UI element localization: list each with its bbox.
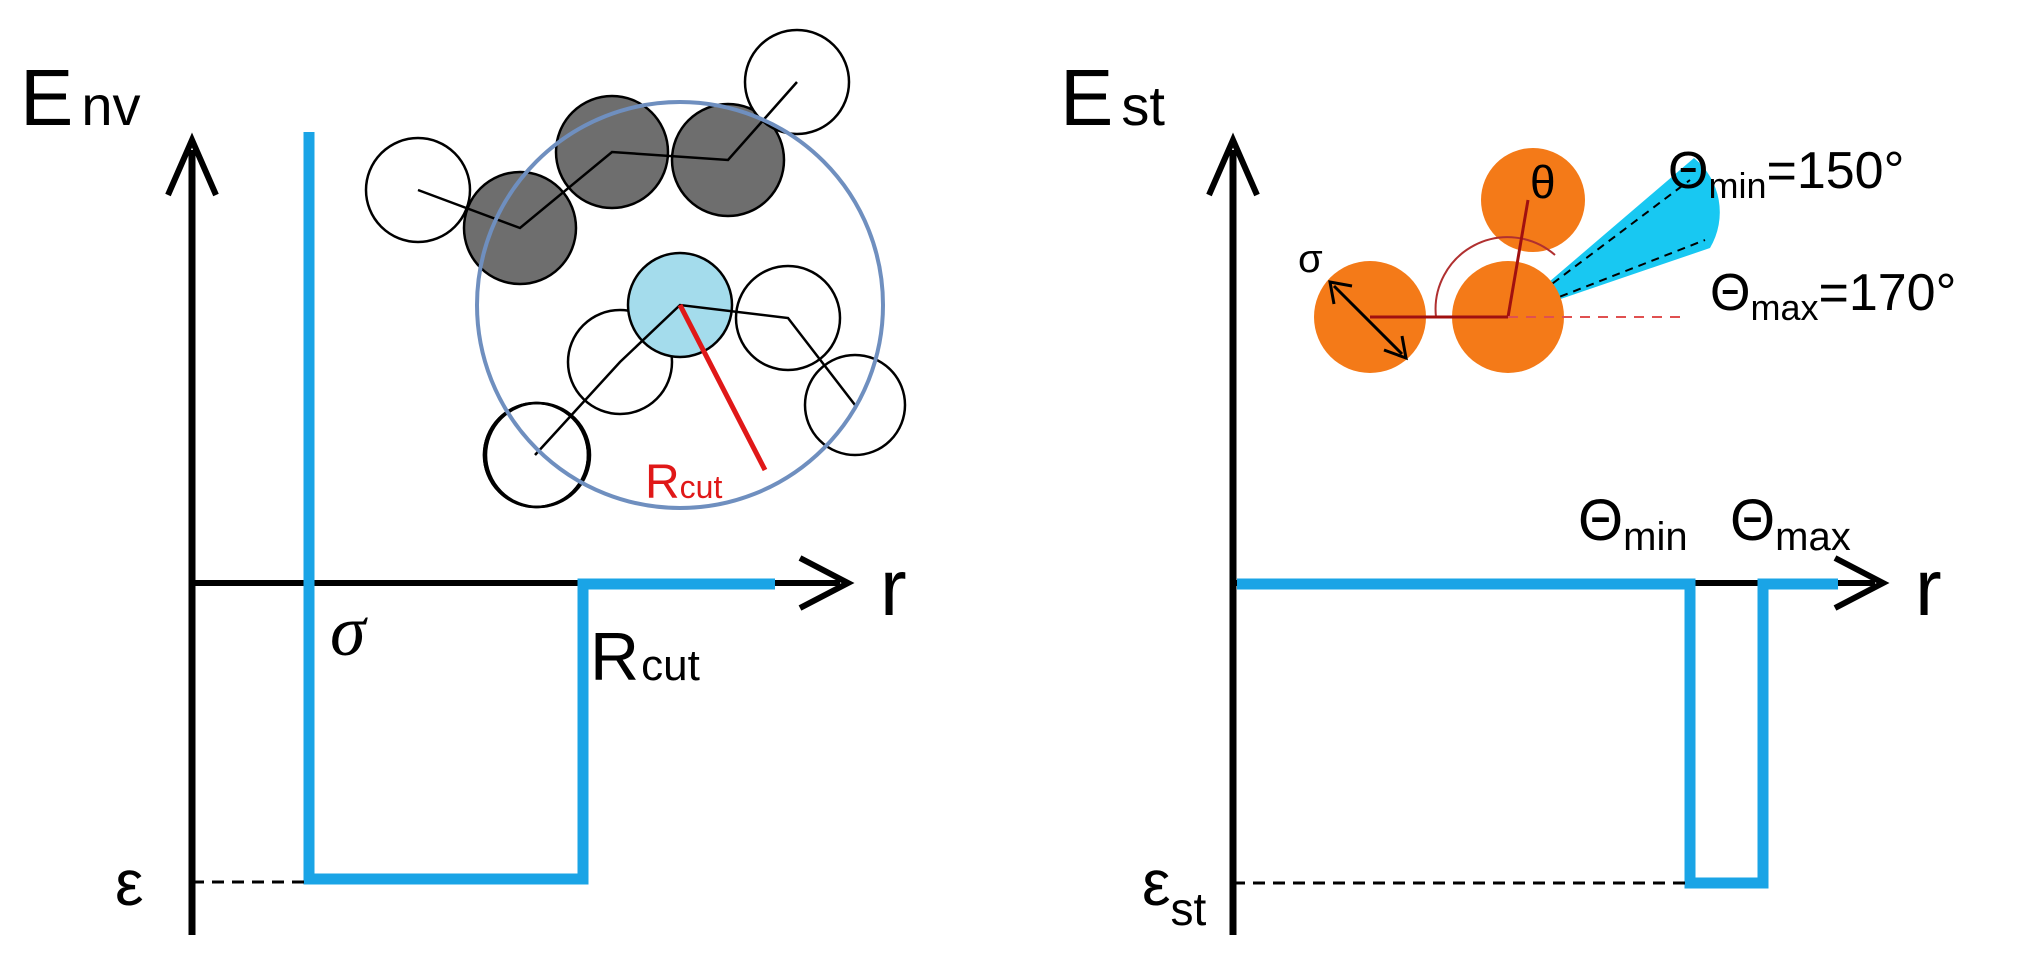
right-axis-y-main: E xyxy=(1060,53,1113,142)
inset-theta-min-label: Θmin=150° xyxy=(1668,142,1904,206)
angle-arc xyxy=(1434,236,1556,318)
cutoff-radius-line xyxy=(677,303,768,472)
cutoff-circle xyxy=(475,100,885,510)
inset-rcut-sub: cut xyxy=(680,469,723,505)
right-theta-min-label: Θmin xyxy=(1578,488,1688,559)
sigma-double-arrow xyxy=(1332,284,1404,356)
inset-rcut-label: Rcut xyxy=(645,456,722,509)
left-epsilon-label: ε xyxy=(115,847,144,919)
right-epsilon-sub: st xyxy=(1171,883,1207,935)
left-rcut-sub: cut xyxy=(641,641,700,690)
bond-line xyxy=(1506,199,1530,318)
upper-chain-backbone xyxy=(417,81,798,230)
left-x-arrowhead xyxy=(798,555,855,611)
inset-sigma-label: σ xyxy=(1298,237,1323,281)
right-theta-max-sub: max xyxy=(1775,515,1851,559)
inset-theta-min-value: =150° xyxy=(1766,142,1904,200)
inset-theta-label: θ xyxy=(1530,156,1556,208)
cone-dashed-guide xyxy=(1507,179,1691,318)
right-theta-min-main: Θ xyxy=(1578,488,1623,553)
right-axis-y-sub: st xyxy=(1121,74,1165,137)
left-axis-x-label: r xyxy=(880,543,907,632)
left-y-arrowhead xyxy=(165,132,219,197)
left-axis-y-sub: nv xyxy=(81,74,140,137)
right-theta-min-sub: min xyxy=(1623,515,1687,559)
right-y-arrowhead xyxy=(1206,132,1260,197)
right-inset-stacking: σ θ Θmin=150° Θmax=170° xyxy=(1298,142,1956,373)
sigma-arrowhead xyxy=(1328,280,1353,305)
inset-theta-max-main: Θ xyxy=(1710,264,1750,322)
right-x-arrowhead xyxy=(1833,555,1890,611)
right-theta-max-main: Θ xyxy=(1730,488,1775,553)
inset-theta-min-sub: min xyxy=(1708,165,1766,206)
left-rcut-label: Rcut xyxy=(590,619,700,695)
left-rcut-main: R xyxy=(590,619,639,695)
inset-theta-min-main: Θ xyxy=(1668,142,1708,200)
right-epsilon-label: εst xyxy=(1142,847,1207,935)
inset-theta-max-sub: max xyxy=(1750,287,1818,328)
inset-rcut-main: R xyxy=(645,456,680,509)
inset-theta-max-label: Θmax=170° xyxy=(1710,264,1956,328)
left-inset-chains: Rcut xyxy=(364,28,907,510)
right-axis-x-label: r xyxy=(1915,543,1942,632)
stacking-monomer xyxy=(1481,148,1585,252)
right-potential-curve xyxy=(1237,578,1838,889)
left-sigma-label: σ xyxy=(330,591,368,671)
left-axis-y-main: E xyxy=(20,53,73,142)
inset-theta-max-value: =170° xyxy=(1818,264,1956,322)
chain-monomer-white xyxy=(482,401,590,509)
right-epsilon-main: ε xyxy=(1142,847,1171,919)
left-potential-curve xyxy=(303,132,775,885)
sigma-arrowhead xyxy=(1383,335,1408,361)
right-theta-max-label: Θmax xyxy=(1730,488,1851,559)
